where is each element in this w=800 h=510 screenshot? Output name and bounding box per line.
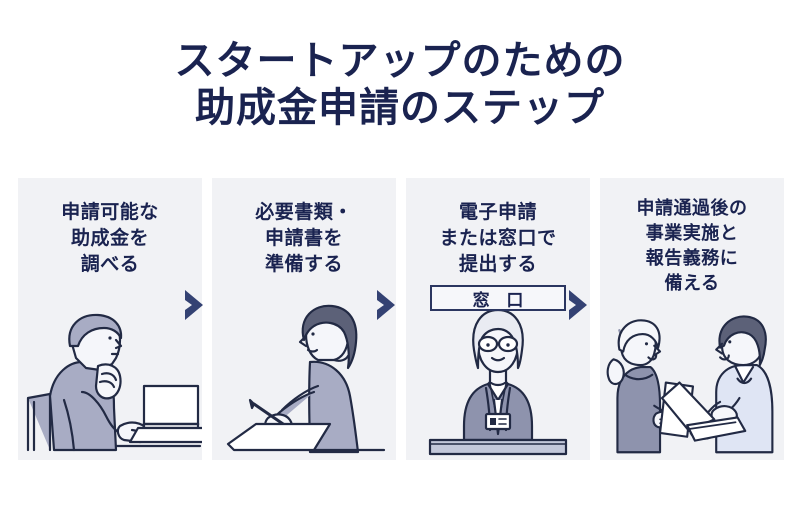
counter-sign-label: 窓 口 xyxy=(472,290,530,310)
page-title-line-1: スタートアップのための xyxy=(174,39,626,83)
steps-row: 申請可能な 助成金を 調べる xyxy=(18,178,784,460)
person-thinking-at-laptop-icon xyxy=(18,300,202,460)
step-card-3: 電子申請 または窓口で 提出する 窓 口 xyxy=(406,178,590,460)
step-card-4: 申請通過後の 事業実施と 報告義務に 備える xyxy=(600,178,784,460)
step-4-label: 申請通過後の 事業実施と 報告義務に 備える xyxy=(636,198,748,293)
step-card-2: 必要書類・ 申請書を 準備する xyxy=(212,178,396,460)
counter-sign: 窓 口 xyxy=(430,285,566,311)
page-title: スタートアップのための 助成金申請のステップ xyxy=(0,38,800,132)
chevron-right-icon xyxy=(567,288,593,322)
step-2-label: 必要書類・ 申請書を 準備する xyxy=(255,202,353,275)
step-3-label: 電子申請 または窓口で 提出する xyxy=(439,202,557,275)
receptionist-at-counter-icon xyxy=(406,300,590,460)
step-card-1: 申請可能な 助成金を 調べる xyxy=(18,178,202,460)
step-1-label: 申請可能な 助成金を 調べる xyxy=(61,202,159,275)
two-people-collaborating-icon xyxy=(600,300,784,460)
chevron-right-icon xyxy=(183,288,209,322)
woman-writing-documents-icon xyxy=(212,300,396,460)
chevron-right-icon xyxy=(375,288,401,322)
page-title-line-2: 助成金申請のステップ xyxy=(195,86,605,130)
